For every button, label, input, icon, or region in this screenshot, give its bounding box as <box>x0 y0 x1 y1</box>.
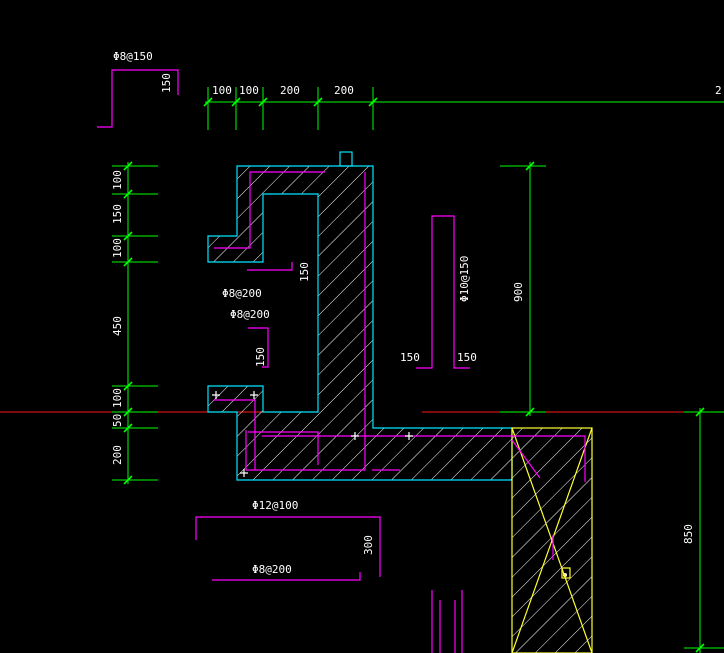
top-stub <box>339 151 353 167</box>
label-phi8-200-c: Φ8@200 <box>252 563 292 576</box>
dim-top-4: 200 <box>334 84 354 97</box>
dim-left-1: 100 <box>111 170 124 190</box>
dim-left-5: 100 <box>111 388 124 408</box>
label-phi8-200-a: Φ8@200 <box>222 287 262 300</box>
dim-left-4: 450 <box>111 316 124 336</box>
label-vertical-bar-right: 150 <box>457 351 477 364</box>
dims-right: 900 850 <box>500 161 724 653</box>
dims-left: 100 150 100 450 100 50 200 <box>111 161 158 485</box>
bar-shape-upper-hook: 150 Φ8@200 <box>222 262 311 300</box>
label-phi8-150: Φ8@150 <box>113 50 153 63</box>
concrete-fill <box>208 166 512 480</box>
label-phi8-200-b: Φ8@200 <box>230 308 270 321</box>
label-upper-hook: 150 <box>298 262 311 282</box>
dim-top-1: 100 <box>212 84 232 97</box>
bar-shape-bottom: Φ12@100 300 Φ8@200 <box>195 499 381 581</box>
dim-left-3: 100 <box>111 238 124 258</box>
dim-left-7: 200 <box>111 445 124 465</box>
label-phi12-100: Φ12@100 <box>252 499 298 512</box>
beam-outline <box>511 427 593 653</box>
bar-shape-vertical: Φ10@150 150 150 <box>400 215 477 369</box>
dim-top-2: 100 <box>239 84 259 97</box>
dim-right-lower: 850 <box>682 524 695 544</box>
dim-top-3: 200 <box>280 84 300 97</box>
label-top-hook: 150 <box>160 73 173 93</box>
label-vertical-bar-left: 150 <box>400 351 420 364</box>
internal-rebar <box>214 171 586 560</box>
dim-left-6: 50 <box>111 414 124 427</box>
label-lower-hook: 150 <box>254 347 267 367</box>
dim-left-2: 150 <box>111 204 124 224</box>
beam-section <box>511 427 593 653</box>
dims-top: 100 100 200 200 2 <box>203 84 724 130</box>
rebar-crosses <box>212 391 413 477</box>
dim-top-5: 2 <box>715 84 722 97</box>
label-bottom-bar-leg: 300 <box>362 535 375 555</box>
dim-right-upper: 900 <box>512 282 525 302</box>
bar-shape-top-left: Φ8@150 150 <box>97 50 179 128</box>
bar-shape-lower-hook: Φ8@200 150 <box>230 308 270 368</box>
label-phi10-150: Φ10@150 <box>458 256 471 302</box>
partial-bars-bottom <box>431 590 463 653</box>
